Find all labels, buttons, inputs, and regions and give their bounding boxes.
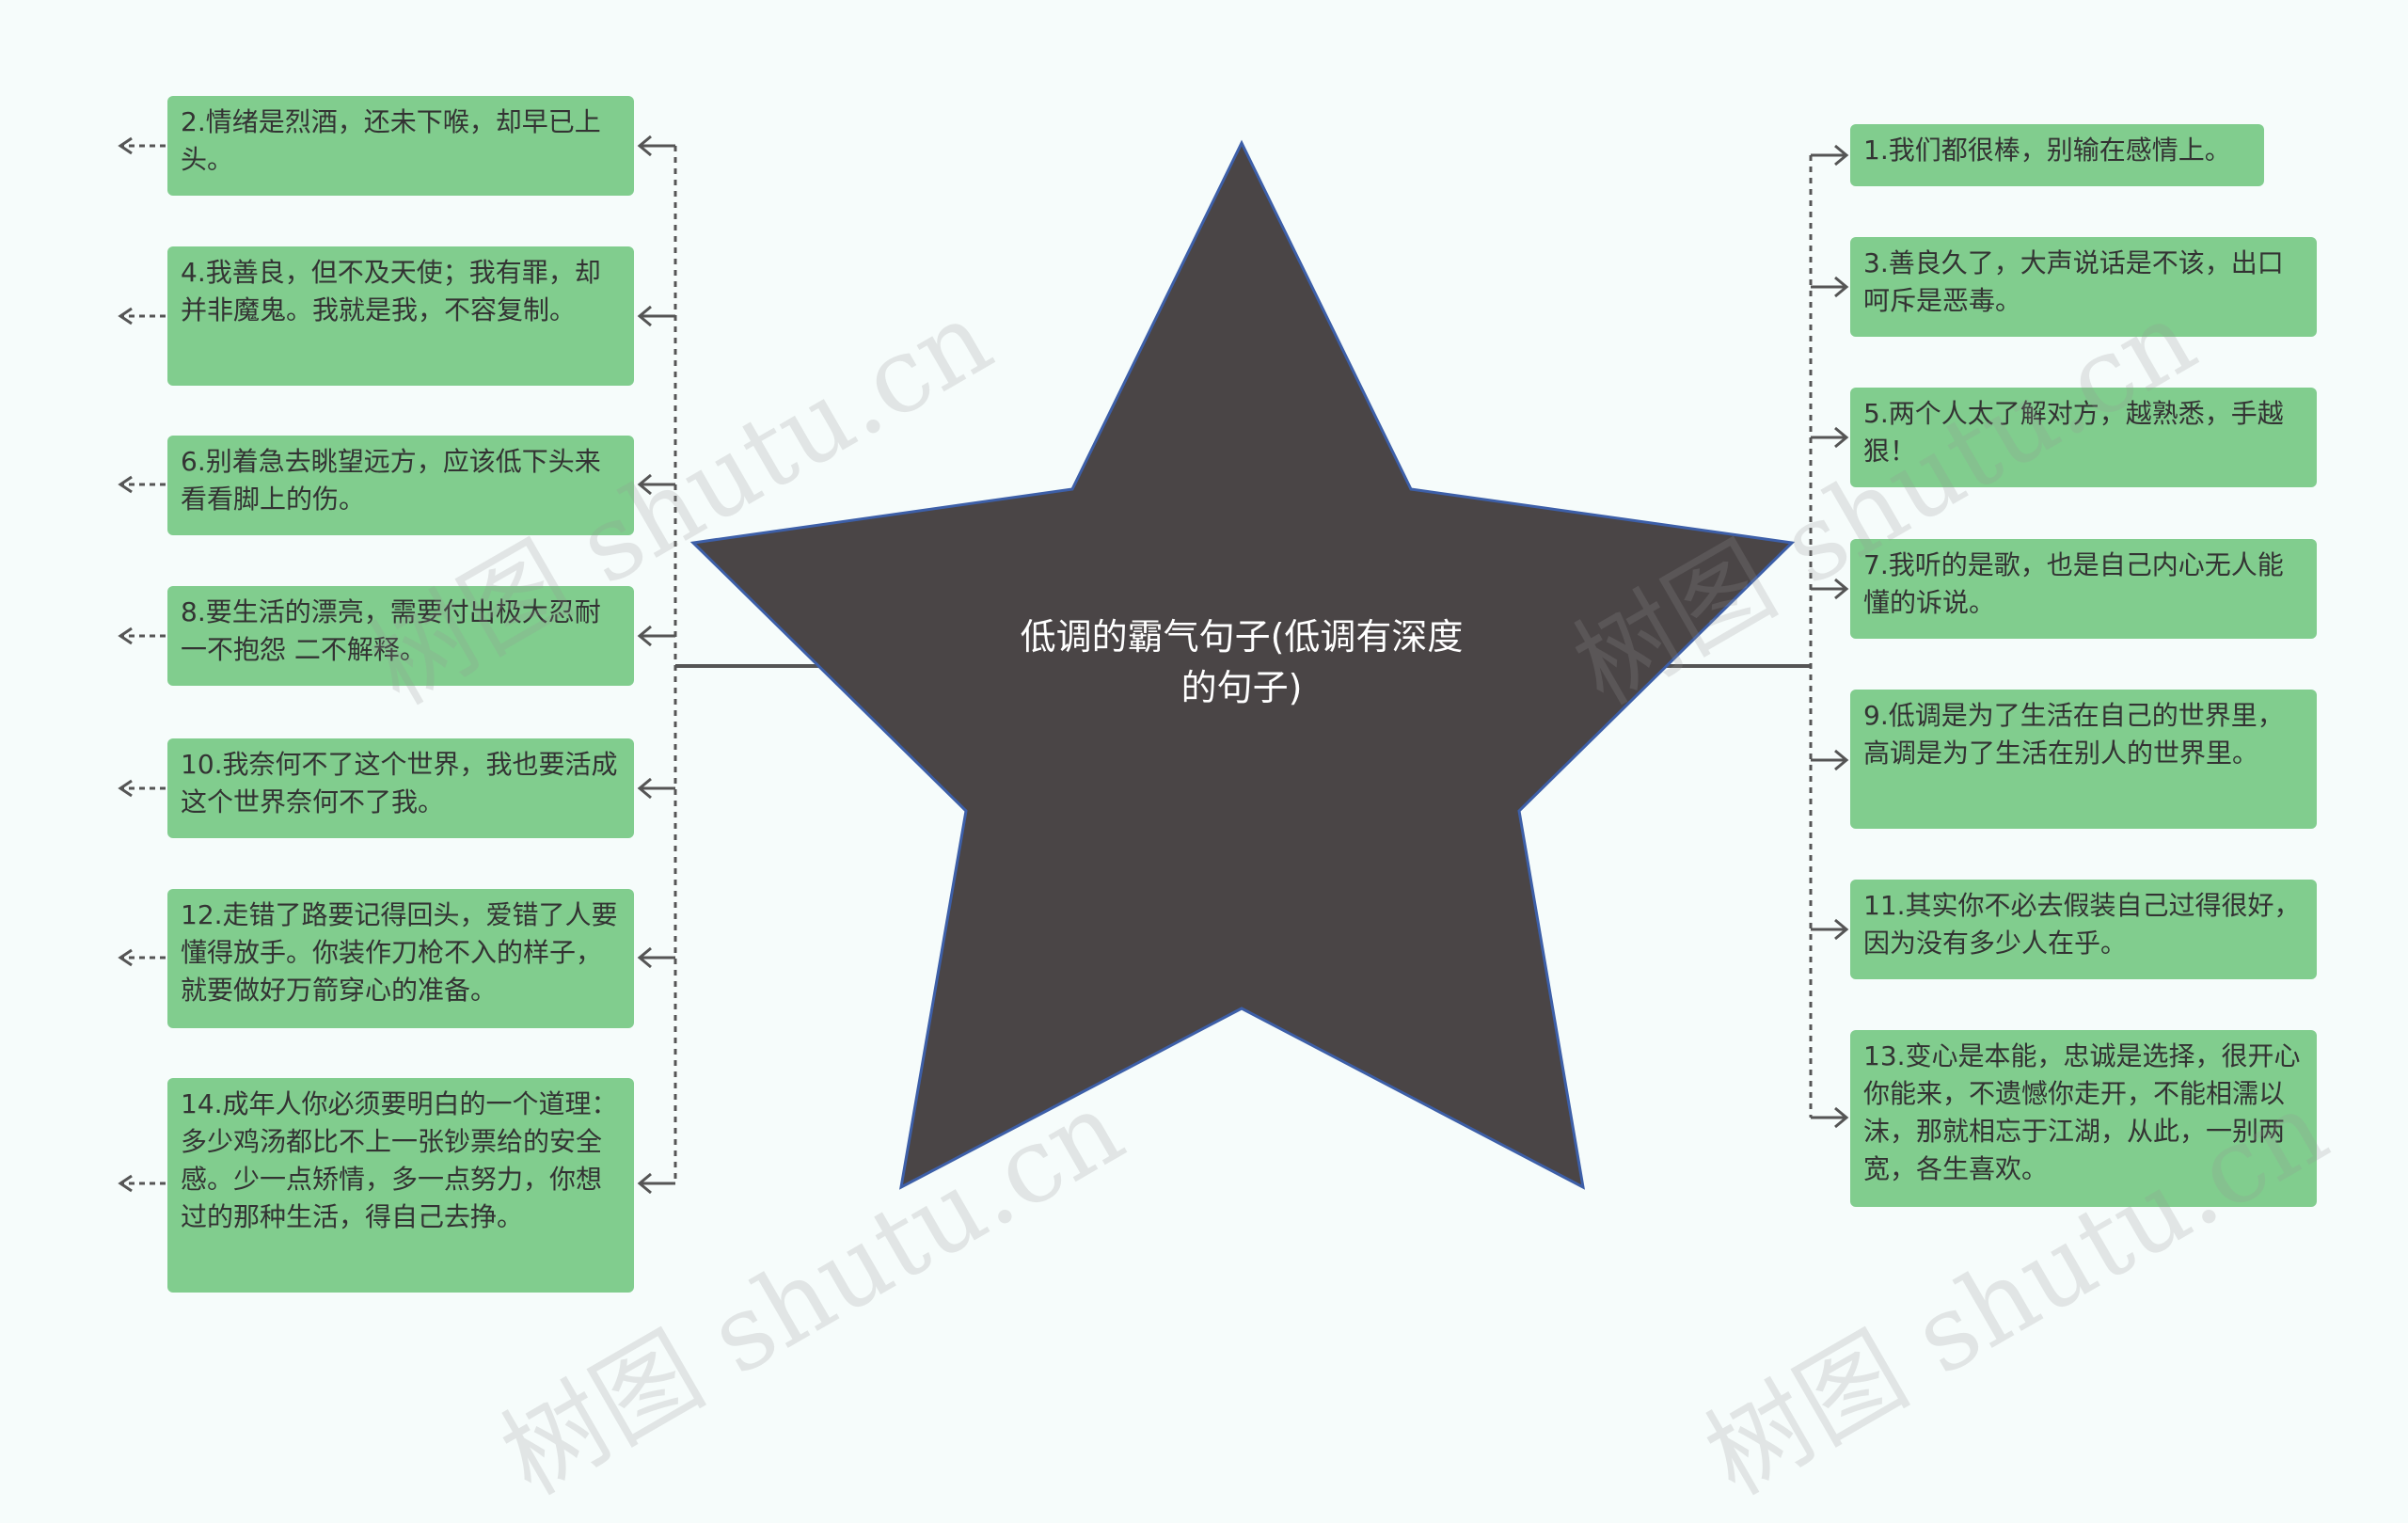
right-node-1[interactable]: 1.我们都很棒，别输在感情上。: [1850, 124, 2264, 186]
left-outer-arrows: [118, 136, 166, 1193]
right-node-3[interactable]: 3.善良久了，大声说话是不该，出口呵斥是恶毒。: [1850, 237, 2317, 337]
left-node-10[interactable]: 10.我奈何不了这个世界，我也要活成这个世界奈何不了我。: [167, 738, 634, 838]
left-node-12[interactable]: 12.走错了路要记得回头，爱错了人要懂得放手。你装作刀枪不入的样子，就要做好万箭…: [167, 889, 634, 1028]
left-node-4[interactable]: 4.我善良，但不及天使；我有罪，却并非魔鬼。我就是我，不容复制。: [167, 246, 634, 386]
left-node-8[interactable]: 8.要生活的漂亮，需要付出极大忍耐 一不抱怨 二不解释。: [167, 586, 634, 686]
right-branch-arrows: [1811, 144, 1849, 1129]
left-node-2[interactable]: 2.情绪是烈酒，还未下喉，却早已上头。: [167, 96, 634, 196]
left-node-14[interactable]: 14.成年人你必须要明白的一个道理：多少鸡汤都比不上一张钞票给的安全感。少一点矫…: [167, 1078, 634, 1293]
right-node-5[interactable]: 5.两个人太了解对方，越熟悉，手越狠！: [1850, 388, 2317, 487]
center-topic-title[interactable]: 低调的霸气句子(低调有深度的句子): [1020, 616, 1464, 708]
center-star: [689, 139, 1796, 1190]
right-node-13[interactable]: 13.变心是本能，忠诚是选择，很开心你能来，不遗憾你走开，不能相濡以沫，那就相忘…: [1850, 1030, 2317, 1207]
mindmap-canvas: [118, 135, 1849, 1195]
left-node-6[interactable]: 6.别着急去眺望远方，应该低下头来看看脚上的伤。: [167, 436, 634, 535]
right-node-9[interactable]: 9.低调是为了生活在自己的世界里，高调是为了生活在别人的世界里。: [1850, 690, 2317, 829]
left-branch-arrows: [637, 135, 675, 1195]
right-node-11[interactable]: 11.其实你不必去假装自己过得很好，因为没有多少人在乎。: [1850, 880, 2317, 979]
right-node-7[interactable]: 7.我听的是歌，也是自己内心无人能懂的诉说。: [1850, 539, 2317, 639]
